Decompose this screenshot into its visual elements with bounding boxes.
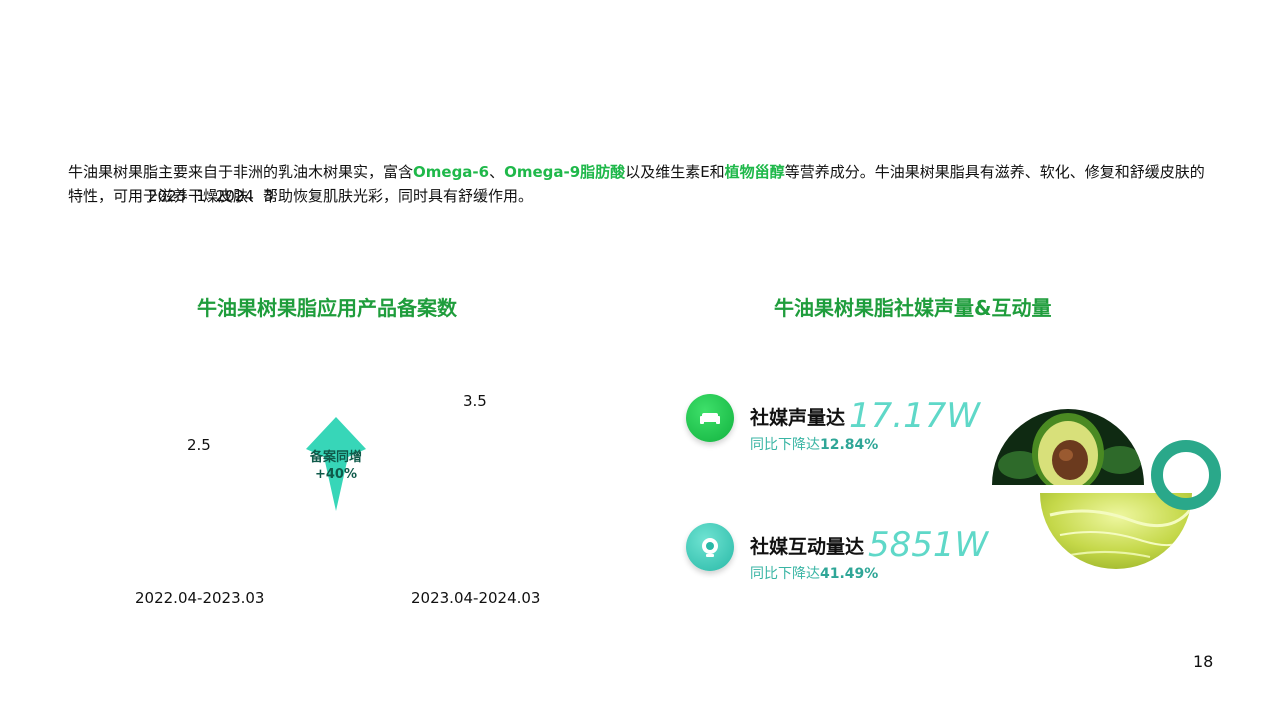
growth-label: 备案同增 +40%: [295, 449, 377, 483]
stat-interaction-change: 41.49%: [820, 566, 879, 582]
stat-volume-label: 社媒声量达: [750, 407, 846, 429]
value-label-2: 3.5: [463, 392, 487, 410]
intro-highlight-omega9: Omega-9脂肪酸: [504, 163, 626, 181]
intro-text-4: 等营养成分。牛油果树果脂具有滋养、软化、修复和舒缓皮肤的特性，可用于滋养干燥皮肤…: [68, 163, 1205, 205]
growth-value: +40%: [314, 467, 357, 482]
stat-interaction-sub-label: 同比下降达: [750, 566, 820, 582]
overlapping-text: 2023 1 2024 3: [148, 184, 283, 208]
stat-volume-value: 17.17W: [849, 396, 980, 436]
stat-interaction-sub: 同比下降达41.49%: [750, 563, 878, 583]
stat-interaction-label: 社媒互动量达: [750, 536, 865, 558]
stat-volume-sub: 同比下降达12.84%: [750, 434, 878, 454]
stat-volume-sub-label: 同比下降达: [750, 437, 820, 453]
bar-2: [429, 405, 519, 580]
growth-arrow-shape: [306, 417, 366, 511]
stat-volume-change: 12.84%: [820, 437, 879, 453]
value-label-1: 2.5: [187, 436, 211, 454]
chart-title: 牛油果树果脂应用产品备案数: [197, 296, 457, 320]
category-label-2: 2023.04-2024.03: [411, 589, 541, 607]
category-label-1: 2022.04-2023.03: [135, 589, 265, 607]
stat-interaction-value: 5851W: [868, 525, 989, 565]
intro-text-2: 、: [489, 163, 505, 181]
overlap-year-2: 2024: [215, 187, 254, 205]
overlap-month-1: 1: [196, 187, 206, 205]
intro-paragraph: 牛油果树果脂主要来自于非洲的乳油木树果实，富含Omega-6、Omega-9脂肪…: [68, 160, 1218, 208]
bar-1: [153, 455, 243, 580]
growth-arrow: [306, 417, 366, 517]
intro-text-3: 以及维生素E和: [625, 163, 725, 181]
overlap-year-1: 2023: [148, 187, 187, 205]
avocado-shea-decoration: [990, 405, 1230, 575]
camera-icon: [686, 523, 734, 571]
page-number: 18: [1193, 652, 1214, 671]
intro-highlight-sterol: 植物甾醇: [724, 163, 785, 181]
avocado-image: [992, 409, 1144, 486]
social-title: 牛油果树果脂社媒声量&互动量: [774, 296, 1052, 320]
sofa-icon: [686, 394, 734, 442]
overlap-month-2: 3: [263, 187, 274, 205]
intro-highlight-omega6: Omega-6: [413, 163, 490, 181]
growth-label-text: 备案同增: [309, 450, 362, 465]
teal-ring: [1151, 440, 1221, 510]
intro-text-1: 牛油果树果脂主要来自于非洲的乳油木树果实，富含: [68, 163, 414, 181]
